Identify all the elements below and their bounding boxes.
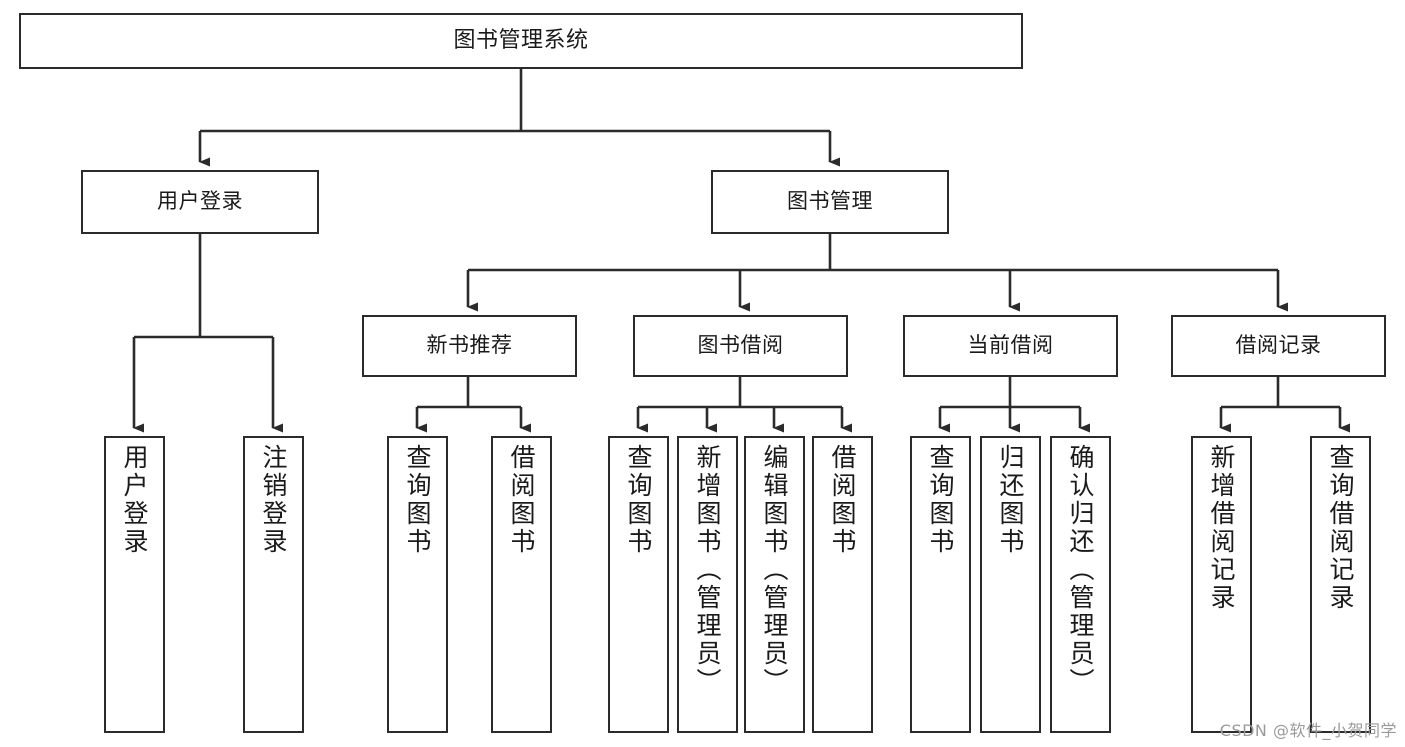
node-root[interactable]: 图书管理系统	[19, 13, 1023, 69]
node-new-book-recommend[interactable]: 新书推荐	[362, 315, 577, 377]
node-borrow-record[interactable]: 借阅记录	[1171, 315, 1386, 377]
leaf-query-record-label: 查询借阅记录	[1326, 444, 1355, 612]
leaf-confirm-return[interactable]: 确认归还（管理员）	[1050, 436, 1111, 733]
leaf-query-book-2-label: 查询图书	[624, 444, 653, 556]
leaf-return-book-label: 归还图书	[996, 444, 1025, 556]
leaf-return-book[interactable]: 归还图书	[980, 436, 1041, 733]
leaf-edit-book-label: 编辑图书（管理员）	[760, 444, 789, 696]
node-borrow-record-label: 借阅记录	[1235, 333, 1322, 358]
leaf-user-login[interactable]: 用户登录	[104, 436, 165, 733]
leaf-borrow-book-2-label: 借阅图书	[828, 444, 857, 556]
node-user-login-label: 用户登录	[157, 189, 243, 214]
leaf-logout[interactable]: 注销登录	[243, 436, 304, 733]
node-user-login[interactable]: 用户登录	[81, 170, 319, 234]
leaf-query-book-3-label: 查询图书	[926, 444, 955, 556]
leaf-query-book-3[interactable]: 查询图书	[910, 436, 971, 733]
node-book-borrow-label: 图书借阅	[697, 333, 784, 358]
leaf-add-record[interactable]: 新增借阅记录	[1191, 436, 1252, 733]
leaf-borrow-book-2[interactable]: 借阅图书	[812, 436, 873, 733]
leaf-query-book-1-label: 查询图书	[403, 444, 432, 556]
leaf-borrow-book-1-label: 借阅图书	[507, 444, 536, 556]
node-book-manage-label: 图书管理	[787, 189, 873, 214]
leaf-query-book-2[interactable]: 查询图书	[608, 436, 669, 733]
node-book-manage[interactable]: 图书管理	[711, 170, 949, 234]
leaf-borrow-book-1[interactable]: 借阅图书	[491, 436, 552, 733]
node-root-label: 图书管理系统	[453, 27, 589, 53]
node-book-borrow[interactable]: 图书借阅	[633, 315, 848, 377]
leaf-add-book[interactable]: 新增图书（管理员）	[677, 436, 738, 733]
leaf-add-book-label: 新增图书（管理员）	[693, 444, 722, 696]
leaf-edit-book[interactable]: 编辑图书（管理员）	[744, 436, 805, 733]
node-current-borrow-label: 当前借阅	[967, 333, 1054, 358]
leaf-logout-label: 注销登录	[259, 444, 288, 556]
leaf-query-record[interactable]: 查询借阅记录	[1310, 436, 1371, 733]
node-current-borrow[interactable]: 当前借阅	[903, 315, 1118, 377]
watermark: CSDN @软件_小贺同学	[1219, 721, 1397, 740]
node-new-book-recommend-label: 新书推荐	[426, 333, 513, 358]
leaf-add-record-label: 新增借阅记录	[1207, 444, 1236, 612]
leaf-confirm-return-label: 确认归还（管理员）	[1066, 444, 1095, 696]
leaf-user-login-label: 用户登录	[120, 444, 149, 556]
leaf-query-book-1[interactable]: 查询图书	[387, 436, 448, 733]
